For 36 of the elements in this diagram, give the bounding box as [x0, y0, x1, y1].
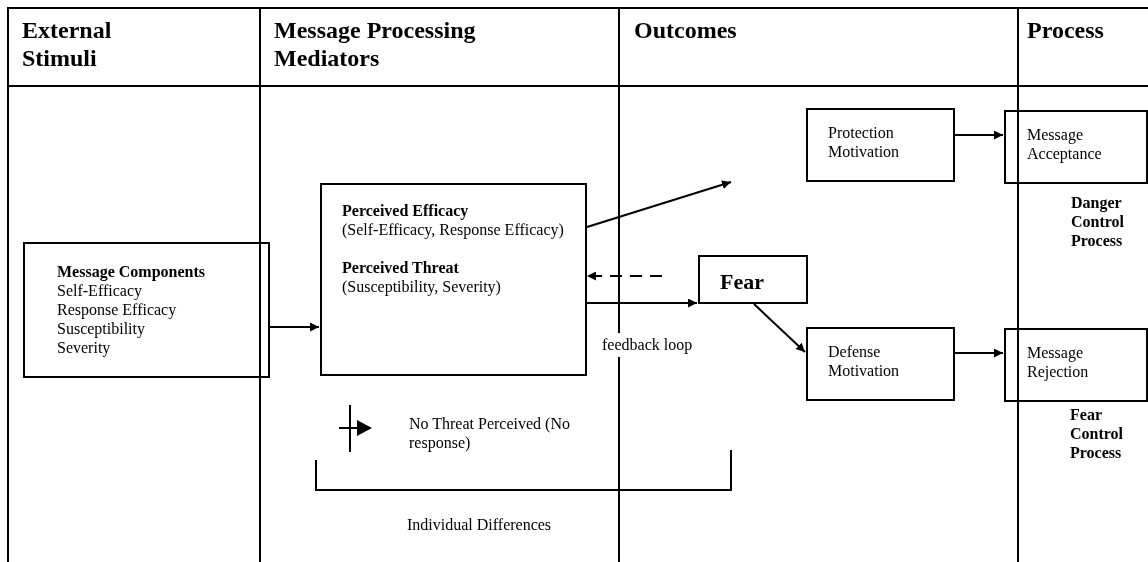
box-text: (Susceptibility, Severity)	[342, 277, 502, 296]
note-text: No Threat Perceived (No response)	[409, 414, 571, 452]
bracket-label: Individual Differences	[407, 515, 553, 535]
box-text: Defense Motivation	[828, 342, 901, 380]
box-heading: Message Components	[57, 262, 206, 281]
box-text: Susceptibility	[57, 319, 146, 338]
column-header: External Stimuli	[22, 16, 113, 72]
box-text: Response Efficacy	[57, 300, 178, 319]
column-header: Process	[1027, 16, 1105, 44]
box-text: Self-Efficacy	[57, 281, 143, 300]
box-text: Fear	[720, 268, 765, 296]
box-text: Message Acceptance	[1027, 125, 1103, 163]
box-heading: Perceived Threat	[342, 258, 460, 277]
box-heading: Perceived Efficacy	[342, 201, 470, 220]
mediators-box	[320, 183, 587, 376]
arrow	[586, 271, 663, 281]
box-text: Protection Motivation	[828, 123, 901, 161]
column-header: Message Processing Mediators	[274, 16, 477, 72]
process-caption: Fear Control Process	[1070, 405, 1125, 462]
arrow	[586, 180, 732, 228]
response-box	[1004, 110, 1148, 184]
arrow	[954, 348, 1004, 358]
arrow	[753, 303, 806, 353]
fear-box	[698, 255, 808, 304]
motivation-box	[806, 327, 955, 401]
box-text: (Self-Efficacy, Response Efficacy)	[342, 220, 565, 239]
arrow	[954, 130, 1004, 140]
process-caption: Danger Control Process	[1071, 193, 1126, 250]
column-header: Outcomes	[634, 16, 738, 44]
response-box	[1004, 328, 1148, 402]
box-text: Severity	[57, 338, 112, 357]
arrow	[269, 322, 320, 332]
motivation-box	[806, 108, 955, 182]
arrow	[586, 298, 698, 308]
box-text: Message Rejection	[1027, 343, 1090, 381]
stimuli-box	[23, 242, 270, 378]
